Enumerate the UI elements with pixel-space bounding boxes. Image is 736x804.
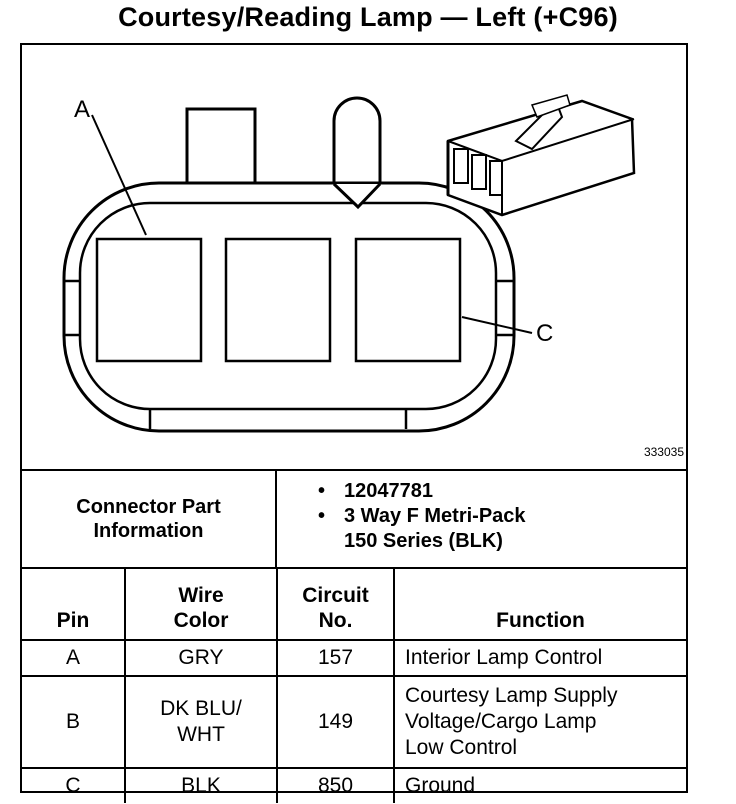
pin-cell: C bbox=[22, 767, 126, 803]
callout-c-leader bbox=[461, 316, 533, 334]
header-pin: Pin bbox=[22, 567, 126, 641]
terminal-cavity-c bbox=[354, 237, 462, 363]
connector-diagram: A C bbox=[62, 94, 636, 433]
callout-a-label: A bbox=[74, 96, 90, 123]
connector-latch-tab bbox=[185, 107, 257, 189]
connector-info-list: 12047781 3 Way F Metri-Pack 150 Series (… bbox=[318, 479, 526, 554]
connector-description-line2: 150 Series (BLK) bbox=[344, 530, 503, 552]
function-cell: Interior Lamp Control bbox=[393, 639, 686, 677]
connector-body-inner bbox=[78, 201, 498, 411]
pin-cell: A bbox=[22, 639, 126, 677]
table-header-row: Pin Wire Color Circuit No. Function bbox=[22, 567, 686, 641]
header-circuit-no: Circuit No. bbox=[276, 567, 395, 641]
connector-description-line1: 3 Way F Metri-Pack bbox=[318, 504, 526, 529]
callout-a-leader bbox=[91, 114, 147, 236]
pinout-table: Pin Wire Color Circuit No. Function A GR… bbox=[22, 567, 686, 803]
circuit-cell: 149 bbox=[276, 675, 395, 769]
connector-info-section: Connector Part Information 12047781 3 Wa… bbox=[22, 469, 686, 567]
wire-color-cell: DK BLU/ WHT bbox=[124, 675, 278, 769]
page-title: Courtesy/Reading Lamp — Left (+C96) bbox=[118, 2, 618, 32]
connector-info-label-line1: Connector Part bbox=[76, 496, 221, 518]
pin-cell: B bbox=[22, 675, 126, 769]
connector-info-label: Connector Part Information bbox=[22, 471, 277, 567]
function-cell: Courtesy Lamp Supply Voltage/Cargo Lamp … bbox=[393, 675, 686, 769]
connector-key-tab bbox=[332, 96, 382, 208]
part-number: 12047781 bbox=[318, 479, 526, 504]
circuit-cell: 850 bbox=[276, 767, 395, 803]
connector-info-label-line2: Information bbox=[93, 520, 204, 542]
diagram-frame: A C 333035 Connector Part Information 12… bbox=[20, 43, 688, 793]
figure-id: 333035 bbox=[643, 445, 684, 459]
header-function: Function bbox=[393, 567, 686, 641]
connector-isometric-icon bbox=[446, 94, 636, 217]
table-row: C BLK 850 Ground bbox=[22, 767, 686, 803]
wire-color-cell: BLK bbox=[124, 767, 278, 803]
table-row: B DK BLU/ WHT 149 Courtesy Lamp Supply V… bbox=[22, 675, 686, 769]
table-row: A GRY 157 Interior Lamp Control bbox=[22, 639, 686, 677]
header-wire-color: Wire Color bbox=[124, 567, 278, 641]
callout-c-label: C bbox=[536, 320, 553, 347]
function-cell: Ground bbox=[393, 767, 686, 803]
terminal-cavity-b bbox=[224, 237, 332, 363]
circuit-cell: 157 bbox=[276, 639, 395, 677]
terminal-cavity-a bbox=[95, 237, 203, 363]
wire-color-cell: GRY bbox=[124, 639, 278, 677]
